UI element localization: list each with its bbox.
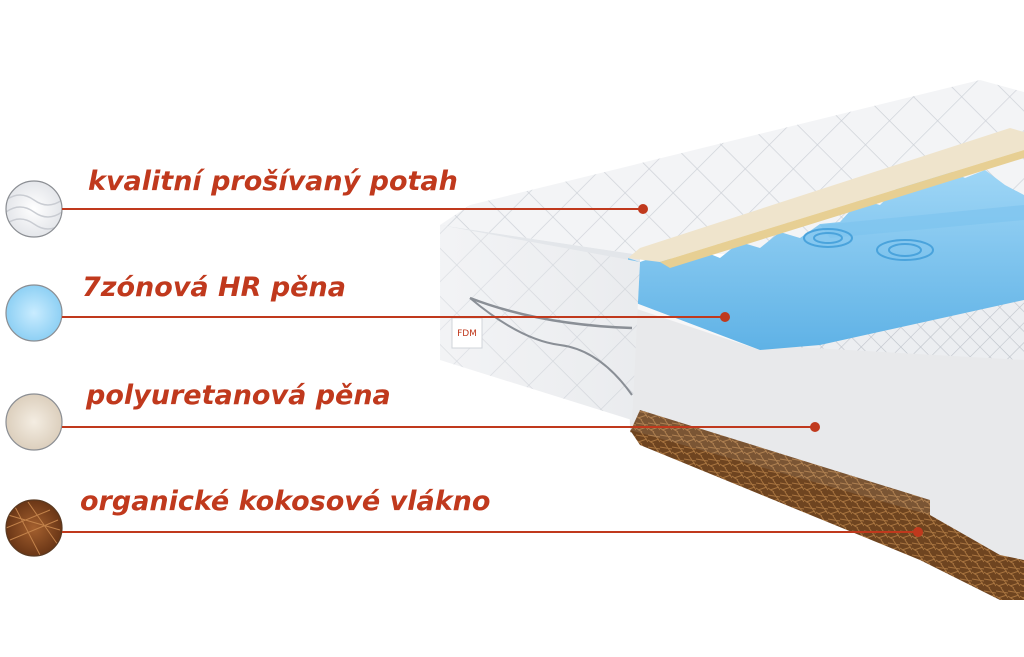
hr-foam-block (628, 168, 1024, 350)
blue-foam-swatch-icon (5, 284, 63, 342)
layer-label-pu-foam: polyuretanová pěna (86, 380, 391, 411)
layer-label-hr-foam: 7zónová HR pěna (82, 272, 346, 303)
layer-label-coconut: organické kokosové vlákno (80, 486, 491, 517)
layer-label-cover: kvalitní prošívaný potah (88, 166, 458, 197)
hr-foam-zone-rings (803, 228, 934, 261)
brand-tag-text: FDM (457, 329, 477, 339)
polyurethane-foam-block (628, 300, 1024, 560)
zipper (469, 296, 633, 330)
quilted-cover-swatch-icon (5, 180, 63, 238)
coconut-fiber-swatch-icon (5, 499, 63, 557)
felt-strip (628, 128, 1024, 262)
coconut-fiber-block (630, 430, 1024, 600)
beige-foam-swatch-icon (5, 393, 63, 451)
leader-dot-hr-foam (720, 312, 730, 322)
leader-dot-coconut (913, 527, 923, 537)
leader-dot-pu-foam (810, 422, 820, 432)
leader-dot-cover (638, 204, 648, 214)
